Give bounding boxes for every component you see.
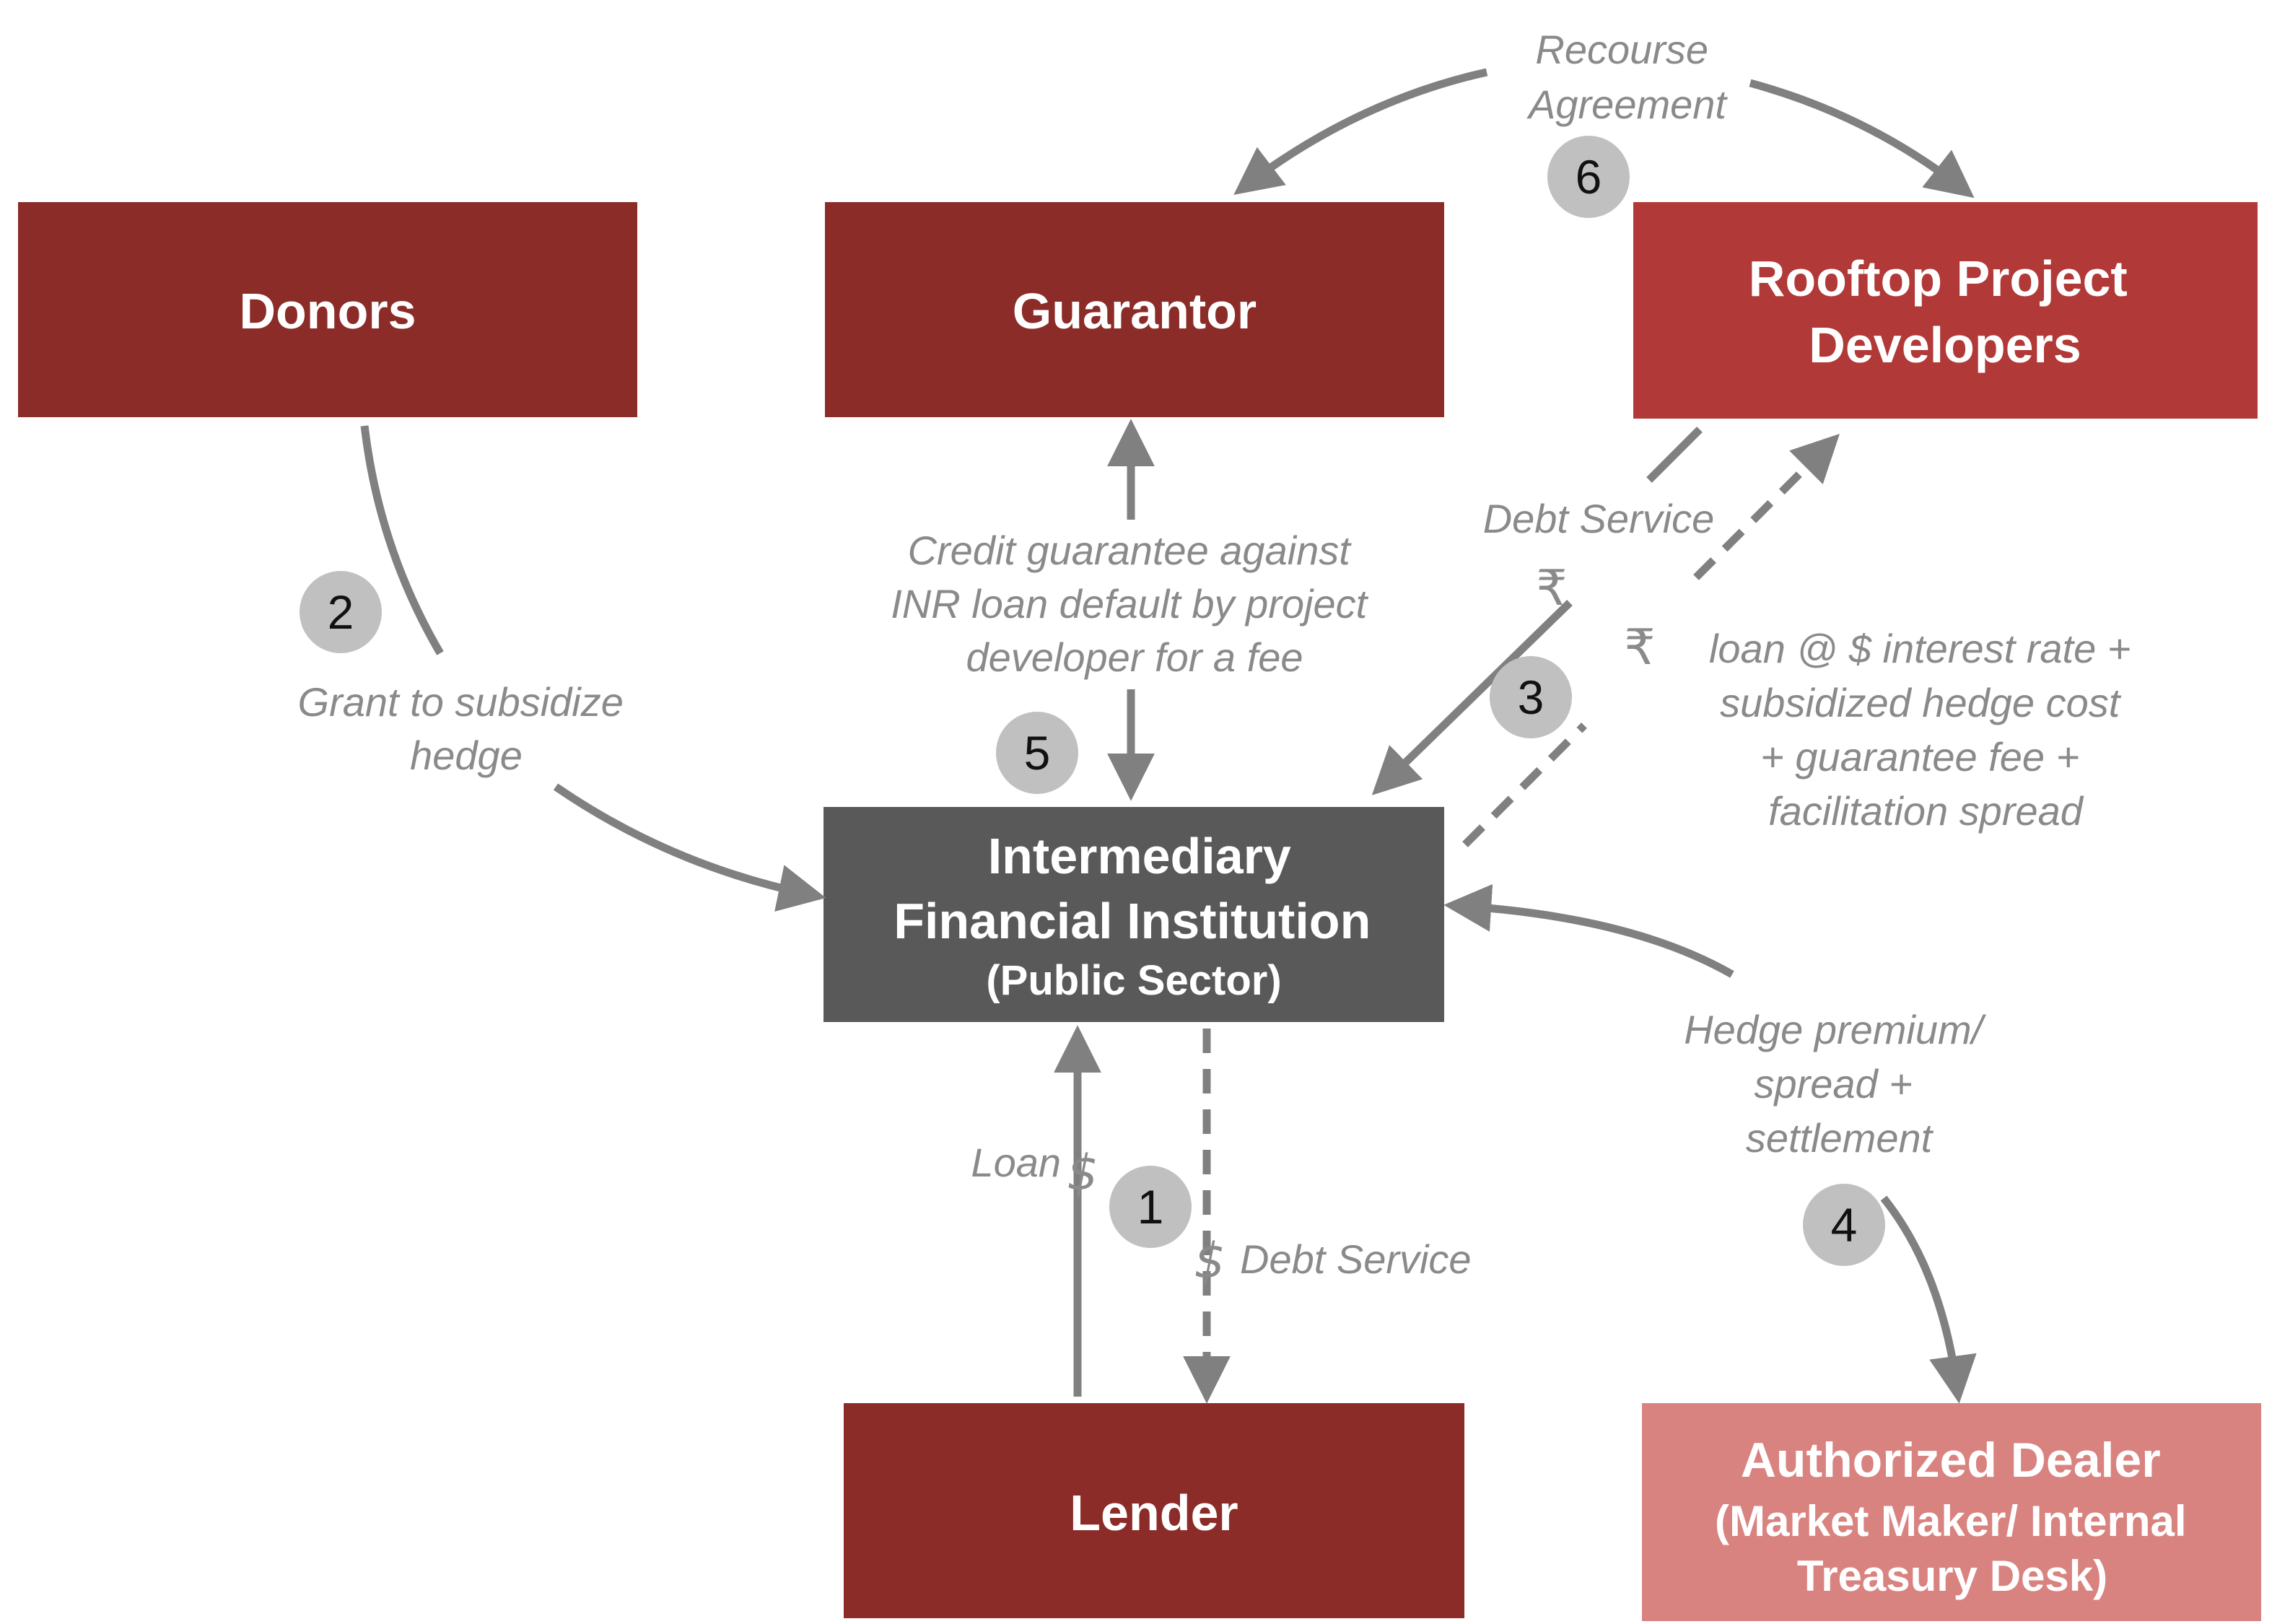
loan-label-text: Loan — [971, 1140, 1061, 1185]
loan-terms-line-2: subsidized hedge cost — [1720, 680, 2122, 725]
dealer-box — [1642, 1403, 2261, 1621]
developers-node: Rooftop Project Developers — [1633, 202, 2258, 419]
ifi-node: Intermediary Financial Institution (Publ… — [823, 807, 1444, 1022]
credit-guarantee-label: Credit guarantee against INR loan defaul… — [891, 528, 1378, 680]
hedge-arrow-to-dealer — [1880, 1195, 1977, 1404]
hedge-label: Hedge premium/ spread + settlement — [1684, 1007, 1994, 1161]
svg-text:Guarantor: Guarantor — [1013, 283, 1257, 339]
badge-1-number: 1 — [1137, 1180, 1164, 1234]
lender-title: Lender — [1070, 1485, 1238, 1541]
rupee-loan-symbol: ₹ — [1624, 619, 1655, 676]
recourse-label-line-2: Agreement — [1526, 82, 1728, 127]
dollar-loan-symbol: $ — [1067, 1145, 1098, 1202]
donors-box — [18, 202, 637, 417]
credit-label-line-2: INR loan default by project — [891, 581, 1368, 627]
developers-title-line-2: Developers — [1809, 317, 2081, 373]
loan-terms-label: loan @ $ interest rate + subsidized hedg… — [1709, 626, 2142, 834]
badge-3-number: 3 — [1518, 671, 1544, 724]
badge-4-number: 4 — [1831, 1198, 1858, 1252]
badge-4-circle — [1803, 1184, 1885, 1266]
badge-5-number: 5 — [1024, 726, 1051, 780]
dealer-title-line-2: (Market Maker/ Internal — [1715, 1497, 2187, 1545]
donors-node: Donors — [18, 202, 637, 417]
hedge-label-line-2: spread + — [1754, 1061, 1913, 1106]
developers-title-line-1: Rooftop Project — [1749, 250, 2128, 307]
grant-label-line-2: hedge — [410, 733, 523, 778]
recourse-label-line-1: Recourse — [1535, 27, 1708, 72]
credit-label-line-3: developer for a fee — [966, 634, 1303, 680]
debt-service-arrow-bottom-segment — [1371, 600, 1573, 795]
grant-arrow-top-segment — [360, 425, 444, 655]
loan-terms-line-1: loan @ $ interest rate + — [1709, 626, 2131, 671]
loan-label: Loan — [971, 1140, 1061, 1185]
lender-box — [844, 1403, 1464, 1618]
debt-service-bottom-label: Debt Service — [1240, 1236, 1472, 1282]
hedge-label-line-3: settlement — [1746, 1115, 1934, 1161]
step-badge-4: 4 — [1803, 1184, 1885, 1266]
donors-title: Donors — [240, 283, 416, 339]
credit-label-line-1: Credit guarantee against — [908, 528, 1353, 573]
loan-terms-line-3: + guarantee fee + — [1760, 734, 2079, 780]
guarantor-box — [825, 202, 1444, 417]
ifi-title-line-1: Intermediary — [988, 828, 1291, 884]
svg-text:Rooftop Project Develope: Rooftop Project Developers — [1749, 250, 2141, 373]
debt-service-top-label: Debt Service — [1483, 496, 1715, 541]
svg-text:Intermediary Financial I: Intermediary Financial Institution (Publ… — [893, 828, 1374, 1004]
developers-box — [1633, 202, 2258, 419]
dealer-title-line-1: Authorized Dealer — [1741, 1433, 2161, 1488]
loan-terms-line-4: facilitation spread — [1768, 788, 2084, 834]
step-badge-6: 6 — [1547, 136, 1630, 218]
recourse-arrow-to-guarantor — [1233, 68, 1488, 195]
step-badge-2: 2 — [300, 571, 382, 653]
grant-arrow-bottom-segment — [553, 783, 826, 912]
dollar-debt-symbol: $ — [1194, 1233, 1225, 1290]
ifi-title-line-3: (Public Sector) — [986, 957, 1281, 1004]
badge-6-circle — [1547, 136, 1630, 218]
svg-text:Lender: Lender — [1070, 1485, 1238, 1541]
lender-node: Lender — [844, 1403, 1464, 1618]
badge-5-circle — [996, 712, 1078, 794]
recourse-arrow-to-developers — [1749, 79, 1975, 198]
rupee-debt-service-symbol: ₹ — [1536, 560, 1567, 617]
svg-text:Donors: Donors — [240, 283, 416, 339]
svg-text:Authorized Dealer (Marke: Authorized Dealer (Market Maker/ Interna… — [1715, 1433, 2190, 1600]
step-badge-1: 1 — [1109, 1166, 1192, 1248]
step-badge-5: 5 — [996, 712, 1078, 794]
ifi-box — [823, 807, 1444, 1022]
badge-1-circle — [1109, 1166, 1192, 1248]
ifi-title-line-2: Financial Institution — [893, 893, 1371, 949]
hedge-arrow-to-ifi — [1443, 883, 1734, 978]
badge-6-number: 6 — [1576, 150, 1602, 204]
guarantor-title: Guarantor — [1013, 283, 1257, 339]
grant-label-line-1: Grant to subsidize — [298, 679, 624, 725]
dealer-title-line-3: Treasury Desk) — [1797, 1552, 2107, 1600]
debt-service-bottom-text: Debt Service — [1240, 1236, 1472, 1282]
badge-2-number: 2 — [328, 585, 354, 639]
badge-3-circle — [1490, 656, 1572, 738]
loan-to-developers-arrow-upper — [1693, 433, 1840, 580]
loan-to-developers-arrow-lower — [1462, 722, 1587, 847]
step-badge-3: 3 — [1490, 656, 1572, 738]
debt-service-top-text: Debt Service — [1483, 496, 1715, 541]
dealer-node: Authorized Dealer (Market Maker/ Interna… — [1642, 1403, 2261, 1621]
guarantor-node: Guarantor — [825, 202, 1444, 417]
hedge-label-line-1: Hedge premium/ — [1684, 1007, 1986, 1052]
debt-service-arrow-top-segment — [1646, 427, 1703, 483]
grant-label: Grant to subsidize hedge — [298, 679, 635, 778]
badge-2-circle — [300, 571, 382, 653]
recourse-agreement-label: Recourse Agreement — [1526, 27, 1728, 127]
